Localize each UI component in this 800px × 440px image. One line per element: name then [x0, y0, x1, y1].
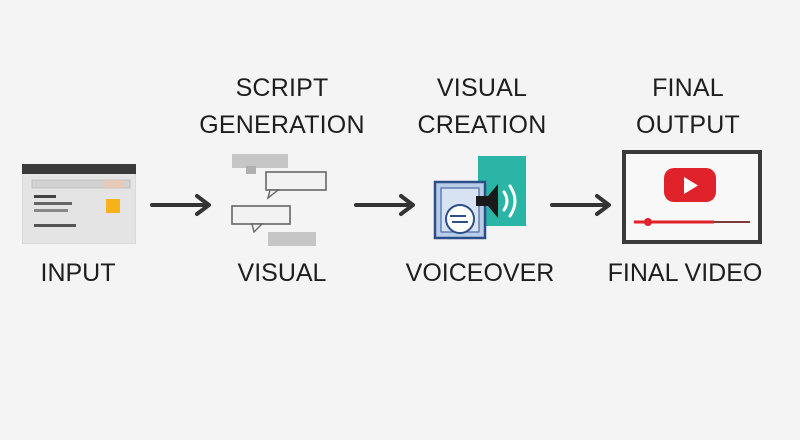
- visual-creation-label-line2: CREATION: [417, 111, 547, 139]
- final-output-label-line2: OUTPUT: [636, 111, 740, 139]
- final-output-label-line1: FINAL: [652, 74, 724, 102]
- script-generation-label: SCRIPT GENERATION: [190, 70, 374, 144]
- visual-creation-label: VISUAL CREATION: [400, 70, 564, 144]
- arrow-3: [550, 194, 611, 216]
- voiceover-bottom-label: VOICEOVER: [405, 259, 555, 287]
- final-stage: [622, 150, 762, 244]
- visual-stage: [432, 156, 532, 242]
- webpage-icon: [21, 163, 137, 245]
- chat-bubbles-icon: [231, 154, 327, 246]
- input-bottom-label: INPUT: [40, 259, 116, 287]
- script-generation-label-line1: SCRIPT: [235, 74, 329, 102]
- script-stage: [228, 152, 332, 252]
- visual-creation-label-line1: VISUAL: [436, 74, 528, 102]
- image-speaker-icon: [433, 156, 526, 240]
- final-output-label: FINAL OUTPUT: [610, 70, 766, 144]
- video-player-icon: [622, 150, 762, 244]
- script-generation-label-line2: GENERATION: [199, 111, 365, 139]
- arrow-2: [354, 194, 415, 216]
- input-stage: [21, 163, 137, 245]
- visual-bottom-label: VISUAL: [237, 259, 327, 287]
- final-video-bottom-label: FINAL VIDEO: [607, 259, 763, 287]
- arrow-1: [150, 194, 211, 216]
